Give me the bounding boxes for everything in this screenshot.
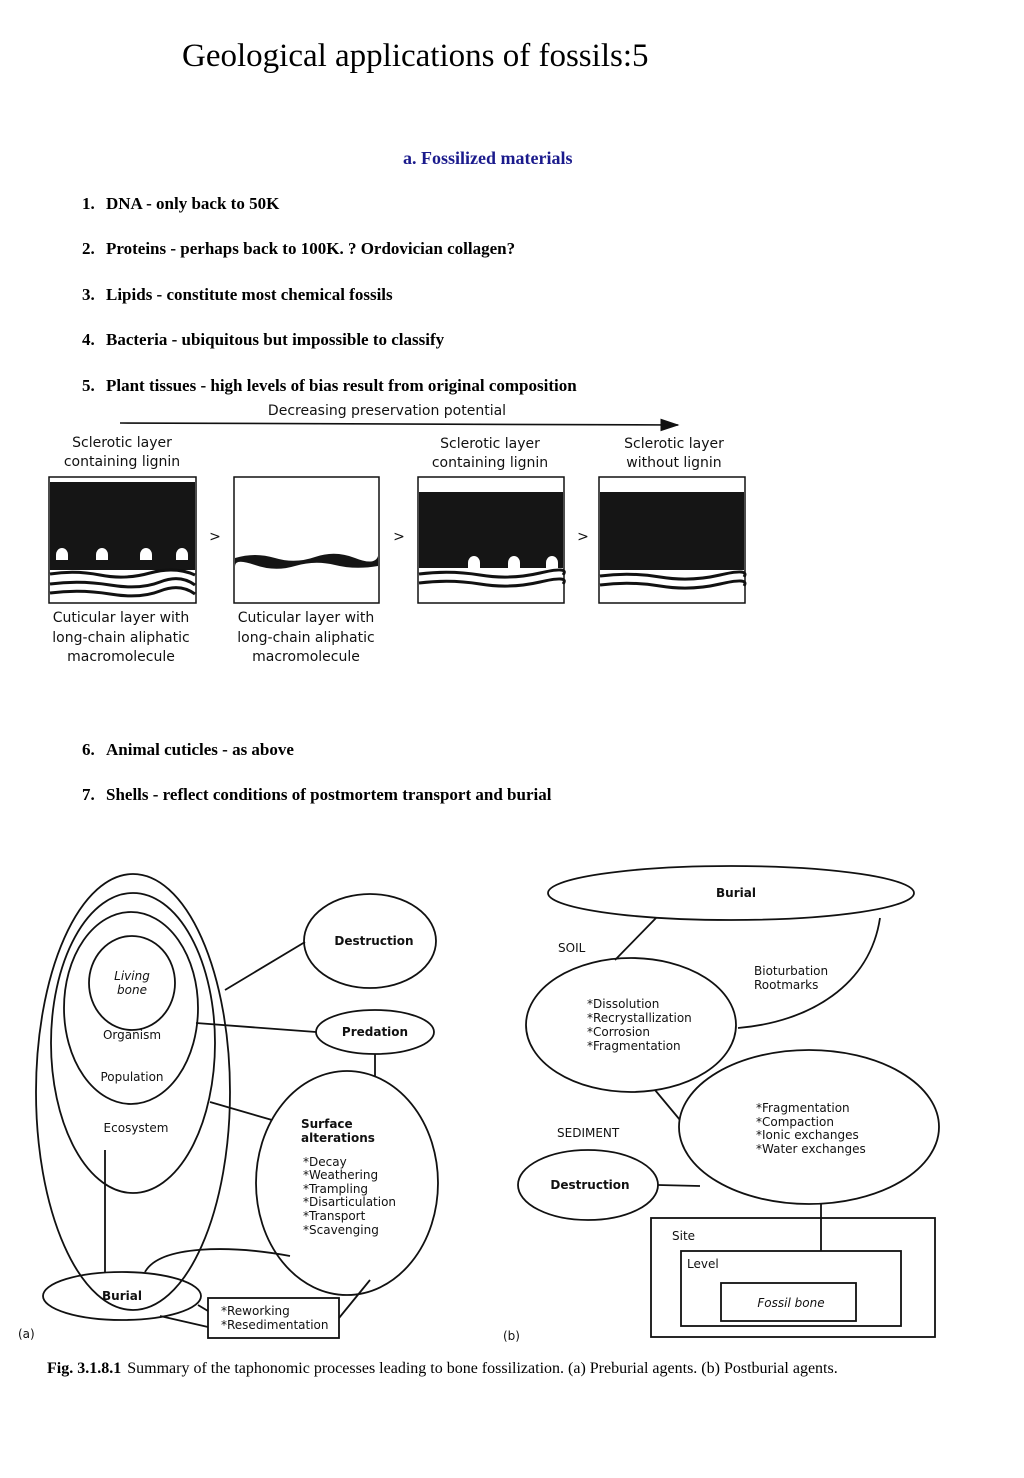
destruction-label-a: Destruction <box>334 934 413 948</box>
top-label-4b: without lignin <box>626 455 721 471</box>
top-label-1b: containing lignin <box>64 454 180 470</box>
surface-item: *Trampling <box>303 1182 368 1196</box>
soil-item: *Dissolution <box>587 997 659 1011</box>
plant-tissue-figure: Decreasing preservation potential Sclero… <box>49 403 745 665</box>
bottom-label-2c: macromolecule <box>252 649 360 665</box>
surface-item: *Weathering <box>303 1168 378 1182</box>
panel-label-a: (a) <box>18 1327 35 1341</box>
surface-item: *Transport <box>303 1209 366 1223</box>
separator: > <box>209 529 221 545</box>
separator: > <box>393 529 405 545</box>
bottom-label-2b: long-chain aliphatic <box>237 630 374 646</box>
caption-label: Fig. 3.1.8.1 <box>47 1360 121 1377</box>
taphonomy-b-labels: Burial SOIL Bioturbation Rootmarks *Diss… <box>503 886 866 1343</box>
burial-label-a: Burial <box>102 1289 142 1303</box>
rootmarks-label: Rootmarks <box>754 978 818 992</box>
burial-label-b: Burial <box>716 886 756 900</box>
tissue-box-2 <box>234 477 379 603</box>
bottom-label-1b: long-chain aliphatic <box>52 630 189 646</box>
soil-label: SOIL <box>558 941 586 955</box>
separator: > <box>577 529 589 545</box>
arrow-label: Decreasing preservation potential <box>268 403 506 419</box>
population-ellipse <box>51 893 215 1193</box>
top-label-3b: containing lignin <box>432 455 548 471</box>
organism-label: Organism <box>103 1028 161 1042</box>
bottom-label-2a: Cuticular layer with <box>238 610 375 626</box>
living-bone-label-2: bone <box>117 983 147 997</box>
tissue-box-3 <box>418 477 564 603</box>
surface-item: *Scavenging <box>303 1223 379 1237</box>
surface-item: *Disarticulation <box>303 1195 396 1209</box>
top-label-3a: Sclerotic layer <box>440 436 540 452</box>
level-label: Level <box>687 1257 719 1271</box>
sediment-item: *Fragmentation <box>756 1101 850 1115</box>
bottom-label-1c: macromolecule <box>67 649 175 665</box>
tissue-box-4 <box>599 477 745 603</box>
ecosystem-label: Ecosystem <box>104 1121 169 1135</box>
soil-item: *Recrystallization <box>587 1011 692 1025</box>
ecosystem-ellipse <box>36 874 230 1310</box>
population-label: Population <box>100 1070 163 1084</box>
caption-text: Summary of the taphonomic processes lead… <box>127 1360 838 1377</box>
sediment-item: *Water exchanges <box>756 1142 866 1156</box>
fossil-bone-label: Fossil bone <box>757 1296 824 1310</box>
figure-caption: Fig. 3.1.8.1 Summary of the taphonomic pr… <box>47 1360 838 1378</box>
top-label-4a: Sclerotic layer <box>624 436 724 452</box>
surface-item: *Decay <box>303 1155 347 1169</box>
top-label-1a: Sclerotic layer <box>72 435 172 451</box>
destruction-label-b: Destruction <box>550 1178 629 1192</box>
sediment-label: SEDIMENT <box>557 1126 620 1140</box>
rework-item: *Reworking <box>221 1304 290 1318</box>
sediment-item: *Compaction <box>756 1115 834 1129</box>
living-bone-label: Living <box>114 969 150 983</box>
predation-label: Predation <box>342 1025 408 1039</box>
soil-item: *Corrosion <box>587 1025 650 1039</box>
surface-title-2: alterations <box>301 1131 375 1145</box>
preservation-arrow <box>120 423 678 425</box>
rework-item: *Resedimentation <box>221 1318 329 1332</box>
panel-label-b: (b) <box>503 1329 520 1343</box>
surface-title-1: Surface <box>301 1117 353 1131</box>
tissue-box-1 <box>49 477 196 603</box>
sediment-item: *Ionic exchanges <box>756 1128 859 1142</box>
bottom-label-1a: Cuticular layer with <box>53 610 190 626</box>
bioturbation-label: Bioturbation <box>754 964 828 978</box>
soil-item: *Fragmentation <box>587 1039 681 1053</box>
site-label: Site <box>672 1229 695 1243</box>
taphonomy-diagram-b <box>518 866 939 1337</box>
taphonomy-a-labels: Living bone Organism Population Ecosyste… <box>18 934 414 1341</box>
